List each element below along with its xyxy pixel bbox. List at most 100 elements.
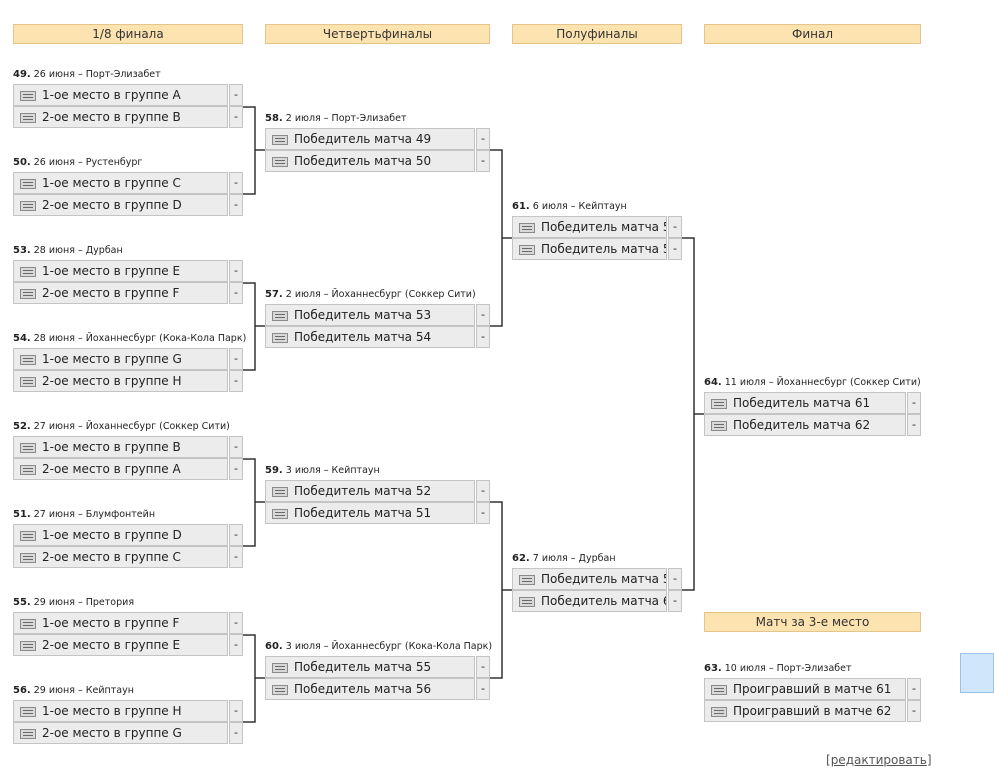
team-name-cell: 2-ое место в группе H: [13, 370, 228, 392]
team-name-cell: Победитель матча 54: [265, 326, 475, 348]
team-score: -: [476, 480, 490, 502]
team-row[interactable]: Победитель матча 52-: [265, 480, 490, 502]
team-name: 2-ое место в группе E: [42, 638, 181, 652]
team-name: 2-ое место в группе F: [42, 286, 180, 300]
team-row[interactable]: 2-ое место в группе C-: [13, 546, 243, 568]
team-row[interactable]: Победитель матча 51-: [265, 502, 490, 524]
team-row[interactable]: 1-ое место в группе B -: [13, 436, 243, 458]
team-name-cell: 2-ое место в группе A: [13, 458, 228, 480]
team-row[interactable]: 2-ое место в группе H-: [13, 370, 243, 392]
team-name: 2-ое место в группе H: [42, 374, 182, 388]
match-number: 49.: [13, 69, 31, 80]
team-row[interactable]: 1-ое место в группе F-: [13, 612, 243, 634]
flag-placeholder-icon: [711, 399, 727, 409]
team-name-cell: 1-ое место в группе H: [13, 700, 228, 722]
match-number: 59.: [265, 465, 283, 476]
team-score: -: [476, 502, 490, 524]
team-row[interactable]: Победитель матча 58-: [512, 216, 682, 238]
team-row[interactable]: Победитель матча 61-: [704, 392, 921, 414]
team-row[interactable]: Победитель матча 57-: [512, 238, 682, 260]
team-score: -: [668, 590, 682, 612]
match-label: 59. 3 июля – Кейптаун: [265, 465, 380, 477]
flag-placeholder-icon: [20, 267, 36, 277]
match-number: 53.: [13, 245, 31, 256]
team-row[interactable]: Победитель матча 56-: [265, 678, 490, 700]
team-row[interactable]: 2-ое место в группе A-: [13, 458, 243, 480]
team-name-cell: Победитель матча 61: [704, 392, 906, 414]
flag-placeholder-icon: [272, 663, 288, 673]
match-date-venue: 26 июня – Порт-Элизабет: [33, 69, 161, 80]
team-name: Победитель матча 62: [733, 418, 871, 432]
team-name-cell: 2-ое место в группе E: [13, 634, 228, 656]
flag-placeholder-icon: [519, 245, 535, 255]
team-row[interactable]: 2-ое место в группе G-: [13, 722, 243, 744]
team-row[interactable]: 2-ое место в группе E-: [13, 634, 243, 656]
team-row[interactable]: 1-ое место в группе H -: [13, 700, 243, 722]
team-name-cell: Победитель матча 60: [512, 590, 667, 612]
team-name: Победитель матча 55: [294, 660, 432, 674]
match-label: 52. 27 июня – Йоханнесбург (Соккер Сити): [13, 421, 230, 433]
match-label: 56. 29 июня – Кейптаун: [13, 685, 134, 697]
team-row[interactable]: Победитель матча 49-: [265, 128, 490, 150]
team-row[interactable]: Победитель матча 50-: [265, 150, 490, 172]
flag-placeholder-icon: [20, 113, 36, 123]
match-date-venue: 7 июля – Дурбан: [532, 553, 616, 564]
team-row[interactable]: 2-ое место в группе F-: [13, 282, 243, 304]
team-row[interactable]: 1-ое место в группе E-: [13, 260, 243, 282]
team-score: -: [907, 700, 921, 722]
team-name-cell: 2-ое место в группе G: [13, 722, 228, 744]
team-score: -: [229, 436, 243, 458]
team-row[interactable]: Проигравший в матче 62-: [704, 700, 921, 722]
team-name-cell: Победитель матча 58: [512, 216, 667, 238]
team-row[interactable]: Победитель матча 60-: [512, 590, 682, 612]
team-name-cell: Победитель матча 62: [704, 414, 906, 436]
team-score: -: [476, 304, 490, 326]
flag-placeholder-icon: [272, 333, 288, 343]
match-label: 57. 2 июля – Йоханнесбург (Соккер Сити): [265, 289, 476, 301]
team-score: -: [229, 700, 243, 722]
team-row[interactable]: Победитель матча 55-: [265, 656, 490, 678]
team-name-cell: 2-ое место в группе B: [13, 106, 228, 128]
team-row[interactable]: Победитель матча 54-: [265, 326, 490, 348]
team-score: -: [229, 172, 243, 194]
edit-link[interactable]: редактировать: [830, 753, 927, 767]
match-date-venue: 29 июня – Кейптаун: [33, 685, 134, 696]
team-row[interactable]: 1-ое место в группе G-: [13, 348, 243, 370]
team-row[interactable]: 2-ое место в группе D-: [13, 194, 243, 216]
team-row[interactable]: 1-ое место в группе A-: [13, 84, 243, 106]
match-date-venue: 29 июня – Претория: [33, 597, 135, 608]
team-name: 1-ое место в группе H: [42, 704, 182, 718]
match-label: 50. 26 июня – Рустенбург: [13, 157, 142, 169]
team-name: Победитель матча 59: [541, 572, 667, 586]
match-label: 53. 28 июня – Дурбан: [13, 245, 123, 257]
team-score: -: [476, 150, 490, 172]
team-row[interactable]: 1-ое место в группе C-: [13, 172, 243, 194]
team-name: 2-ое место в группе A: [42, 462, 181, 476]
header-semifinals: Полуфиналы: [512, 24, 682, 44]
team-name-cell: Победитель матча 59: [512, 568, 667, 590]
side-panel-tab[interactable]: [960, 653, 994, 693]
team-name-cell: 1-ое место в группе G: [13, 348, 228, 370]
flag-placeholder-icon: [20, 179, 36, 189]
flag-placeholder-icon: [711, 685, 727, 695]
team-name: 2-ое место в группе B: [42, 110, 181, 124]
flag-placeholder-icon: [272, 487, 288, 497]
team-row[interactable]: Победитель матча 59-: [512, 568, 682, 590]
team-name-cell: 1-ое место в группе A: [13, 84, 228, 106]
team-row[interactable]: Победитель матча 62 -: [704, 414, 921, 436]
team-score: -: [907, 414, 921, 436]
match-label: 55. 29 июня – Претория: [13, 597, 134, 609]
flag-placeholder-icon: [519, 597, 535, 607]
team-name-cell: Победитель матча 52: [265, 480, 475, 502]
team-row[interactable]: Победитель матча 53-: [265, 304, 490, 326]
match-label: 58. 2 июля – Порт-Элизабет: [265, 113, 407, 125]
flag-placeholder-icon: [272, 685, 288, 695]
team-row[interactable]: Проигравший в матче 61-: [704, 678, 921, 700]
team-name: 1-ое место в группе G: [42, 352, 182, 366]
team-row[interactable]: 1-ое место в группе D-: [13, 524, 243, 546]
team-row[interactable]: 2-ое место в группе B-: [13, 106, 243, 128]
team-score: -: [907, 678, 921, 700]
flag-placeholder-icon: [272, 311, 288, 321]
team-name-cell: Проигравший в матче 62: [704, 700, 906, 722]
team-name: 1-ое место в группе B: [42, 440, 181, 454]
